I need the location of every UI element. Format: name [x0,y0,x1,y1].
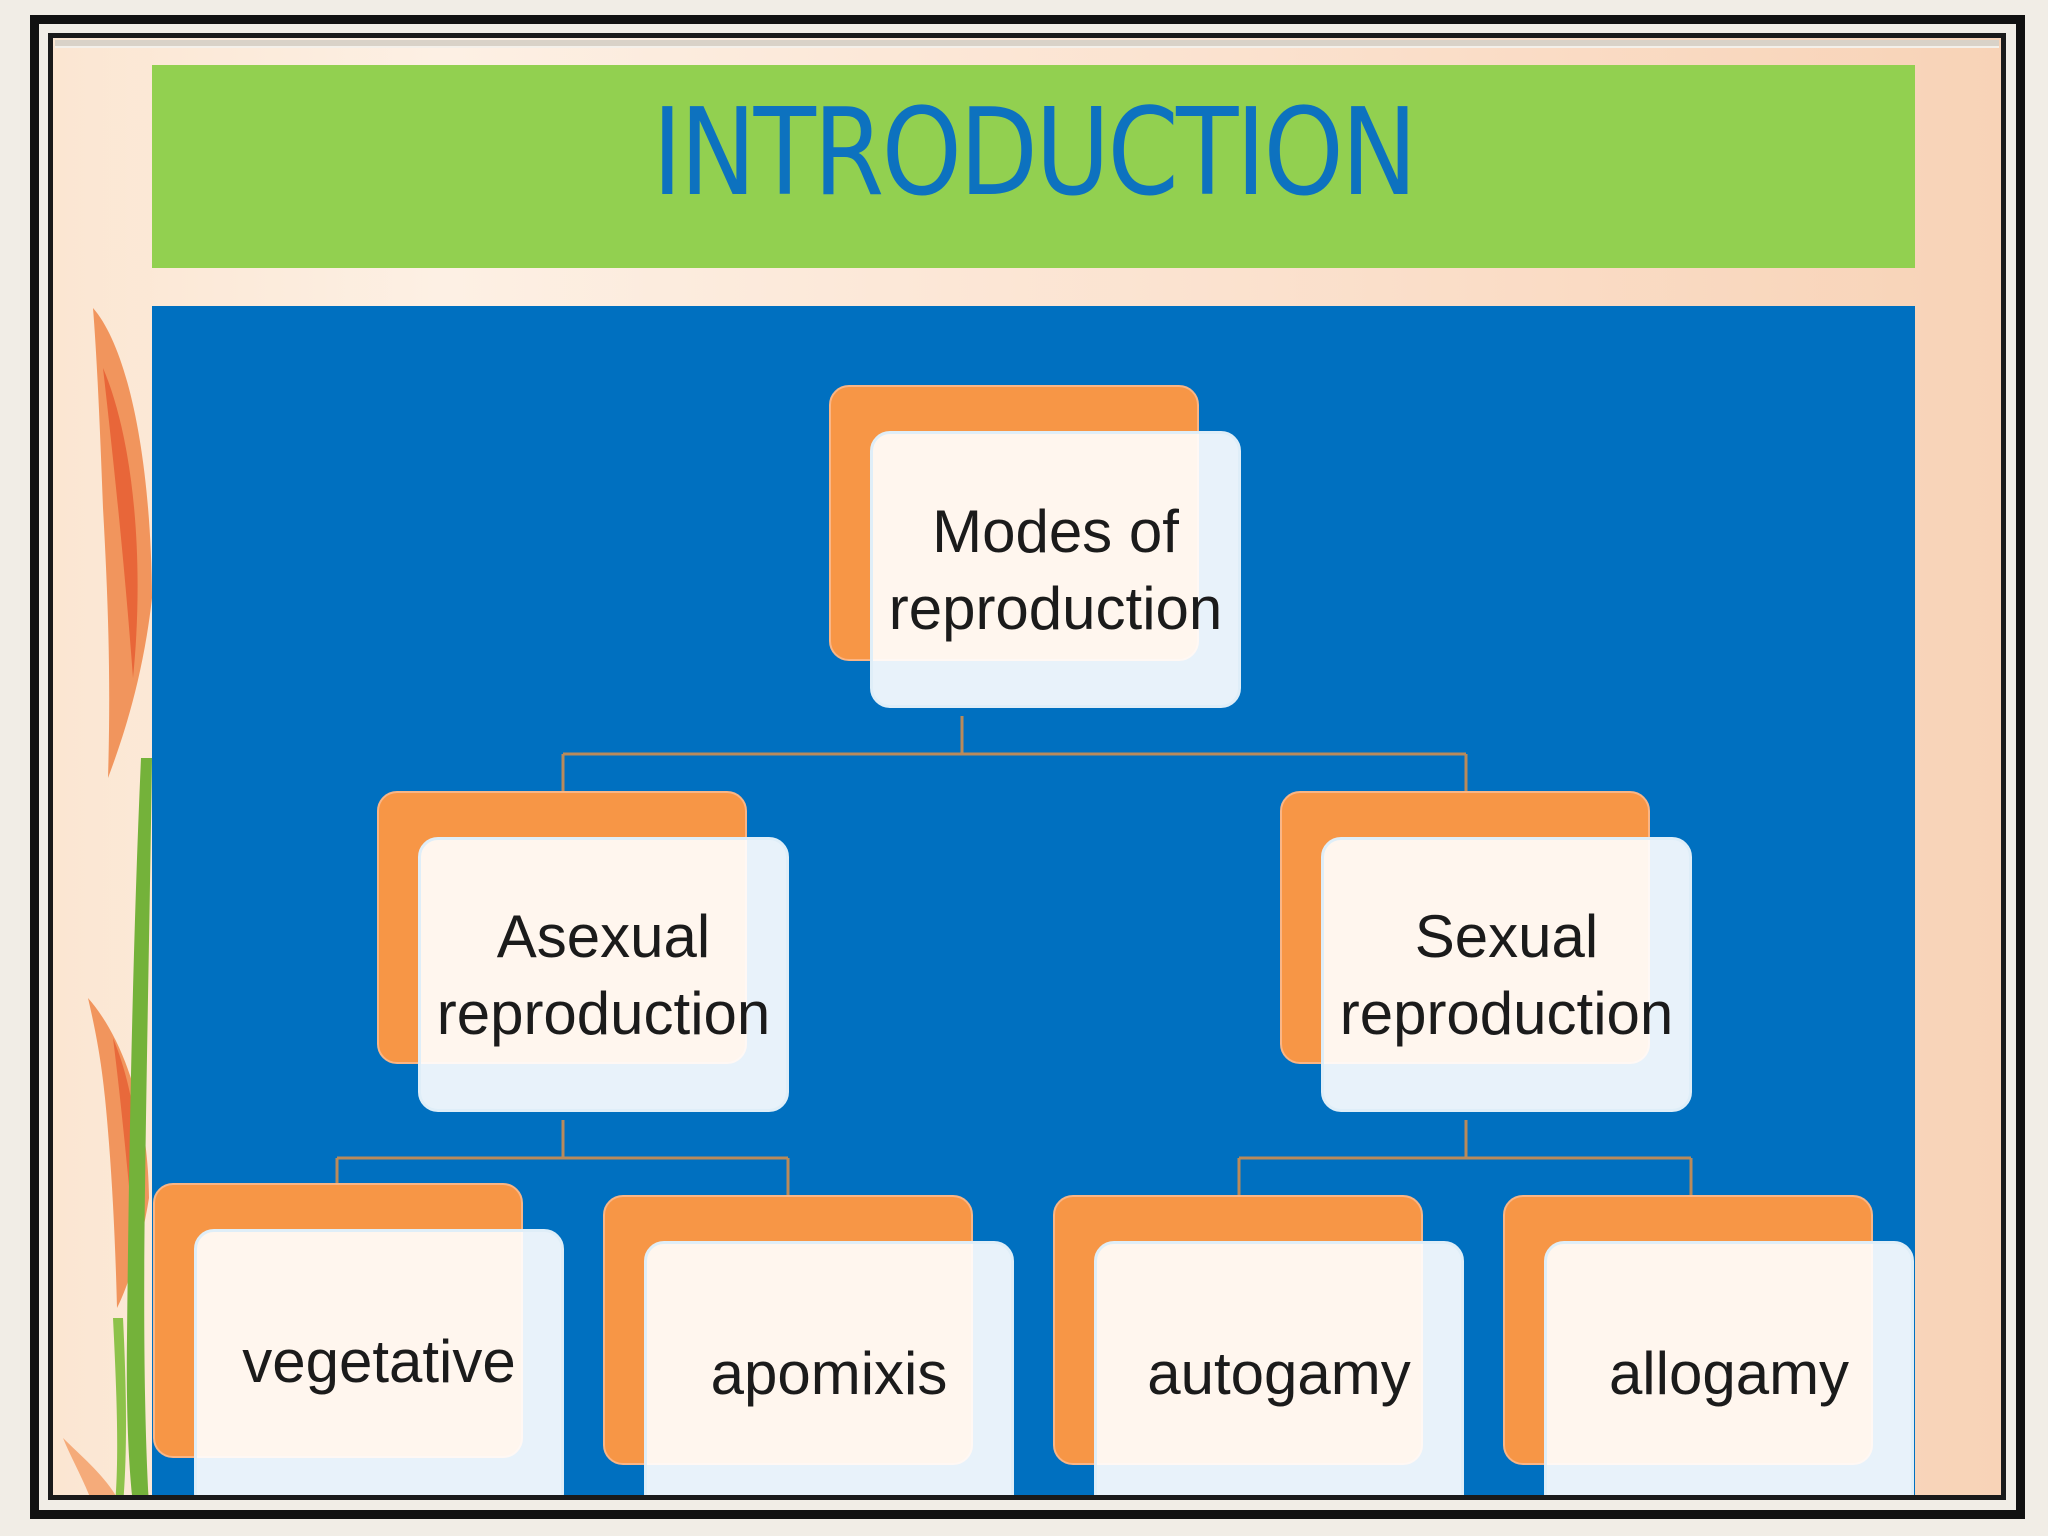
node-sexual-reproduction: Sexual reproduction [1280,791,1692,1120]
node-label: Modes of reproduction [889,493,1223,647]
node-card: vegetative [194,1229,564,1495]
slide: INTRODUCTION Modes of reproduction [48,33,2006,1500]
node-label-line: reproduction [888,574,1223,642]
node-label: apomixis [710,1339,948,1407]
slide-title: INTRODUCTION [652,83,1417,223]
node-asexual-reproduction: Asexual reproduction [377,791,789,1120]
flower-decoration-icon [63,308,152,1495]
node-label: autogamy [1147,1339,1411,1407]
top-border-stripe [55,40,1999,48]
node-apomixis: apomixis [603,1195,1014,1495]
node-allogamy: allogamy [1503,1195,1914,1495]
node-card: Modes of reproduction [870,431,1241,708]
node-card: allogamy [1544,1241,1914,1495]
node-card: autogamy [1094,1241,1464,1495]
node-card: apomixis [644,1241,1014,1495]
node-card: Asexual reproduction [418,837,789,1112]
title-bar: INTRODUCTION [152,65,1915,268]
diagram-panel: Modes of reproduction Asexual reproducti… [152,306,1915,1495]
node-label: Sexual reproduction [1340,898,1674,1052]
node-modes-of-reproduction: Modes of reproduction [829,385,1241,716]
node-label: Asexual reproduction [437,898,771,1052]
connector-asexual [335,1120,790,1195]
node-label-line: reproduction [1339,979,1674,1047]
connector-lines [335,716,1693,1195]
node-label: vegetative [242,1327,516,1395]
node-label-line: Asexual [496,902,711,970]
slide-outer-frame [30,15,2025,1519]
connector-root [561,716,1468,791]
node-label-line: Sexual [1414,902,1599,970]
node-label: allogamy [1608,1339,1850,1407]
node-card: Sexual reproduction [1321,837,1692,1112]
node-label-line: reproduction [436,979,771,1047]
connector-sexual [1237,1120,1693,1195]
node-autogamy: autogamy [1053,1195,1464,1495]
node-label-line: Modes of [932,497,1179,565]
node-vegetative: vegetative [153,1183,564,1495]
